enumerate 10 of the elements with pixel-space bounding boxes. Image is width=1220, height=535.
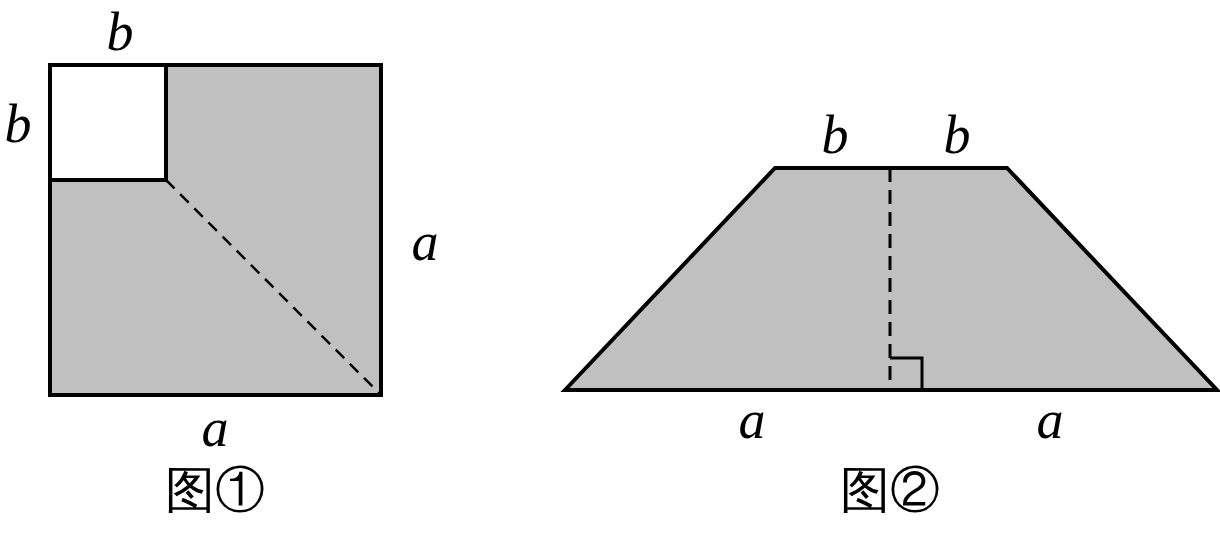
side-length-label: b (106, 5, 134, 59)
side-length-label: b (4, 97, 32, 151)
figure-caption: 图② (840, 465, 940, 515)
side-length-label: a (1036, 393, 1064, 447)
side-length-label: b (943, 108, 971, 162)
side-length-label: b (821, 108, 849, 162)
side-length-label: a (411, 215, 439, 269)
figure-caption: 图① (165, 465, 265, 515)
side-length-label: a (201, 401, 229, 455)
side-length-label: a (738, 393, 766, 447)
